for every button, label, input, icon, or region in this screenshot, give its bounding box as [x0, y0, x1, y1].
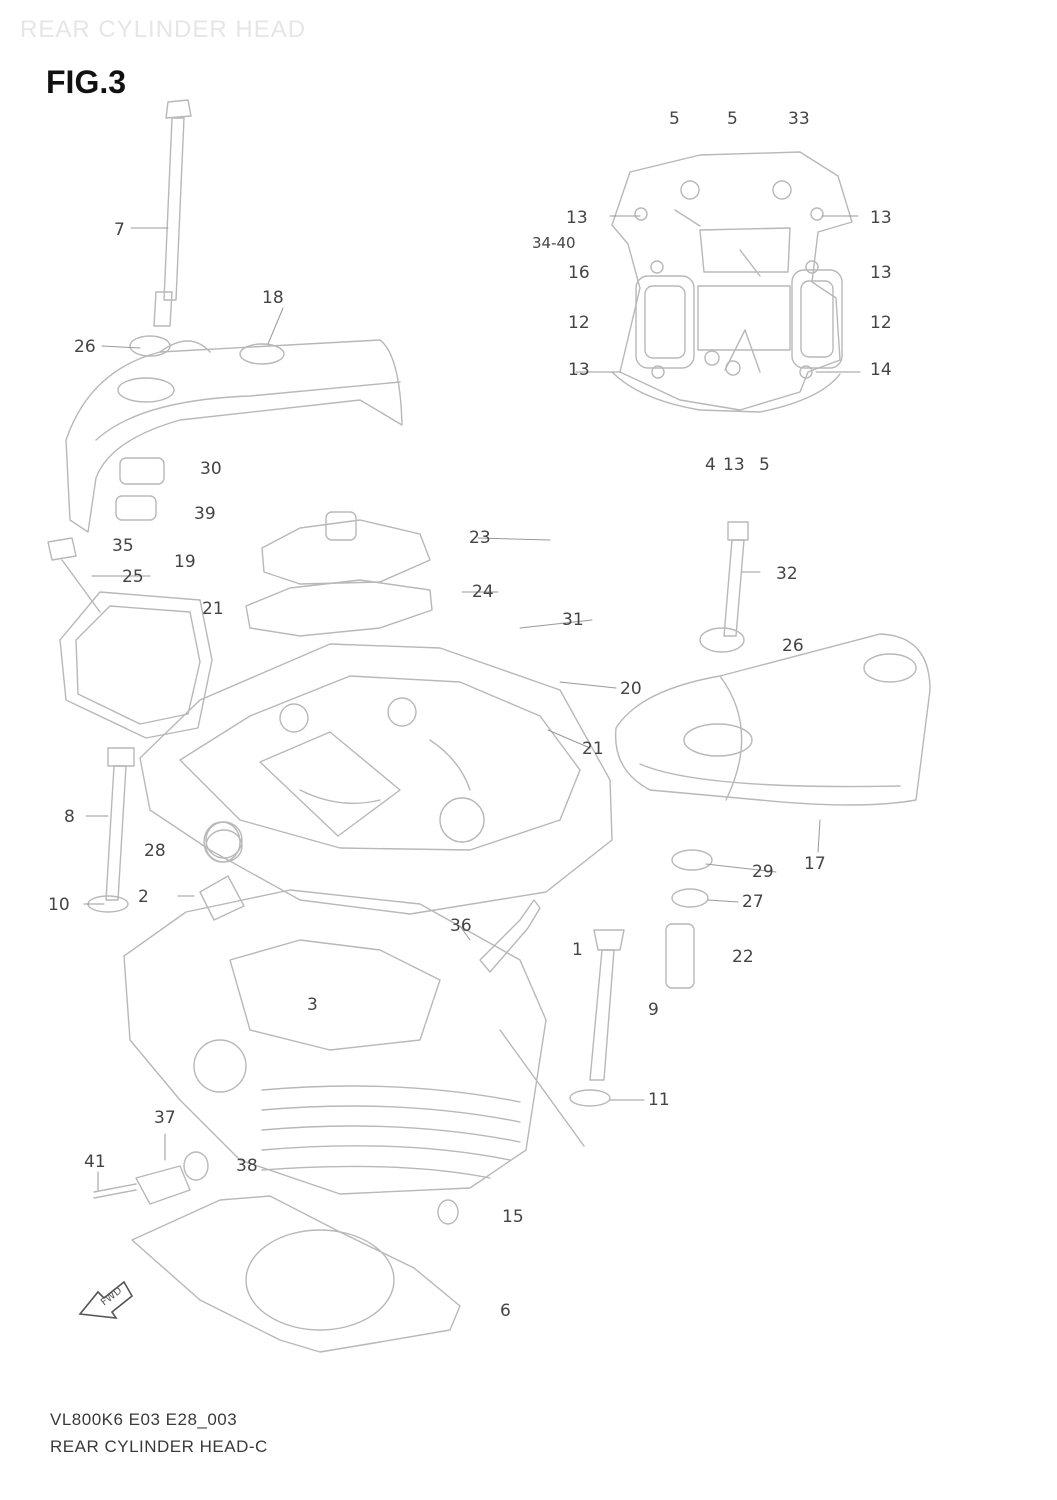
footer-caption: REAR CYLINDER HEAD-C — [50, 1437, 268, 1456]
dowel-22 — [665, 849, 713, 989]
callout: 18 — [262, 288, 284, 308]
callout: 16 — [568, 263, 590, 283]
callout: 20 — [620, 679, 642, 699]
callout: 37 — [154, 1108, 176, 1128]
exhaust-cover-right — [614, 627, 931, 806]
callout: 30 — [200, 459, 222, 479]
callout: 15 — [502, 1207, 524, 1227]
callout: 2 — [138, 887, 149, 907]
callout: 26 — [782, 636, 804, 656]
callout: 7 — [114, 220, 125, 240]
callout: 5 — [669, 109, 680, 129]
head-cover-left — [47, 537, 213, 739]
bolt-8 — [87, 747, 243, 913]
callout: 19 — [174, 552, 196, 572]
callout: 34-40 — [532, 234, 576, 252]
callout: 32 — [776, 564, 798, 584]
callout: 14 — [870, 360, 892, 380]
callout: 24 — [472, 582, 494, 602]
exhaust-cover-left — [65, 335, 403, 533]
callout: 12 — [870, 313, 892, 333]
gasket-23-24 — [245, 511, 433, 637]
callout-numbers: 5 5 33 13 13 34-40 16 13 12 12 13 14 4 1… — [48, 109, 892, 1321]
callout: 26 — [74, 337, 96, 357]
callout: 13 — [723, 455, 745, 475]
callout: 4 — [705, 455, 716, 475]
callout: 33 — [788, 109, 810, 129]
callout: 22 — [732, 947, 754, 967]
bolt-32 — [723, 521, 749, 637]
callout: 13 — [870, 208, 892, 228]
callout: 21 — [582, 739, 604, 759]
callout: 9 — [648, 1000, 659, 1020]
callout: 11 — [648, 1090, 670, 1110]
cylinder-block — [123, 875, 547, 1195]
callout: 29 — [752, 862, 774, 882]
figure-label: FIG.3 — [46, 64, 127, 100]
callout: 13 — [870, 263, 892, 283]
callout: 8 — [64, 807, 75, 827]
leader-lines — [83, 215, 861, 1191]
callout: 12 — [568, 313, 590, 333]
callout: 17 — [804, 854, 826, 874]
callout: 23 — [469, 528, 491, 548]
callout: 35 — [112, 536, 134, 556]
callout: 1 — [572, 940, 583, 960]
callout: 28 — [144, 841, 166, 861]
bolt-1 — [569, 929, 625, 1107]
callout: 6 — [500, 1301, 511, 1321]
cylinder-head — [139, 643, 613, 915]
callout: 31 — [562, 610, 584, 630]
callout: 5 — [759, 455, 770, 475]
footer-code: VL800K6 E03 E28_003 — [50, 1410, 238, 1429]
fitting-37-41 — [93, 1151, 209, 1205]
callout: 27 — [742, 892, 764, 912]
callout: 13 — [566, 208, 588, 228]
callout: 10 — [48, 895, 70, 915]
spark-plug — [479, 899, 585, 1147]
callout: 36 — [450, 916, 472, 936]
callout: 21 — [202, 599, 224, 619]
bolt-7 — [153, 99, 192, 327]
fwd-arrow-icon: FWD — [78, 1280, 134, 1319]
callout: 3 — [307, 995, 318, 1015]
callout: 5 — [727, 109, 738, 129]
cylinder-gasket — [131, 1195, 461, 1353]
callout: 39 — [194, 504, 216, 524]
header-title: REAR CYLINDER HEAD — [20, 16, 307, 43]
callout: 13 — [568, 360, 590, 380]
callout: 38 — [236, 1156, 258, 1176]
inset-head-cover — [611, 151, 853, 413]
callout: 41 — [84, 1152, 106, 1172]
callout: 25 — [122, 567, 144, 587]
